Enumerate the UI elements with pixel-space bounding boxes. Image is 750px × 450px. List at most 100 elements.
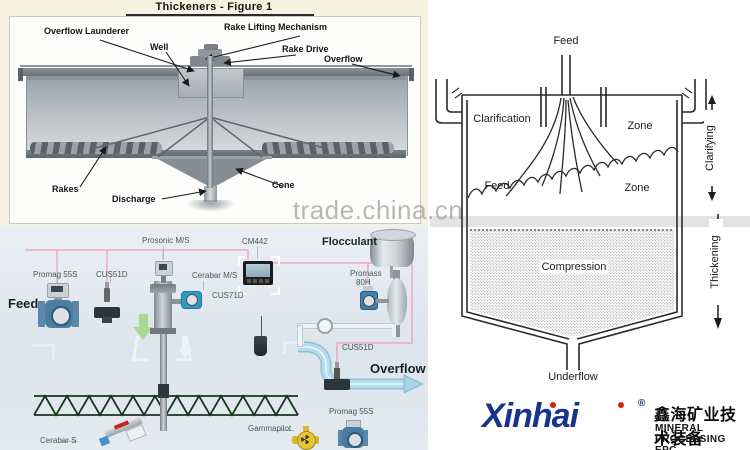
cus51d-of-body xyxy=(324,379,350,390)
logo-company-chinese: 鑫海矿业技术装备 xyxy=(654,405,737,448)
logo-tagline: MINERAL PROCESSING EPC xyxy=(655,423,726,450)
cm442-corner-tl xyxy=(238,256,247,265)
watermark: trade.china.cn xyxy=(292,195,464,225)
label-cerabar-s: Cerabar S xyxy=(40,436,77,445)
instrumentation-panel: Feed Promag 55S CUS51D Prosonic M/S Cera… xyxy=(0,226,428,450)
dosing-line xyxy=(297,323,395,329)
label-promass-1: Promass xyxy=(350,269,382,278)
gammapilot-lug-top xyxy=(303,426,309,432)
label-rakes: Rakes xyxy=(52,184,79,194)
rake-support-rods xyxy=(91,116,329,158)
label-feed: Feed xyxy=(8,296,39,311)
cus51d-feed-tip xyxy=(105,282,109,289)
label-zone-mid: Zone xyxy=(624,182,650,194)
rake-lifting-unit xyxy=(198,49,222,57)
feed-plume xyxy=(467,96,679,199)
label-overflow: Overflow xyxy=(324,54,363,64)
registered-mark: ® xyxy=(638,398,646,409)
label-feed-mid: Feed xyxy=(484,180,510,192)
rake-arm-right xyxy=(262,142,394,154)
dosing-line-drop xyxy=(297,325,303,347)
xinhai-logo: Xinhai ® 鑫海矿业技术装备 MINERAL PROCESSING EPC xyxy=(468,394,748,450)
cus51d-of-tip xyxy=(335,362,339,369)
launderer-end-left xyxy=(18,68,23,81)
discharge-shadow xyxy=(186,200,236,212)
promag-feed-flange-left xyxy=(38,301,45,327)
launder-rail xyxy=(20,65,412,67)
center-shaft xyxy=(207,56,213,188)
label-cus51d-feed: CUS51D xyxy=(96,270,128,279)
label-promag-feed: Promag 55S xyxy=(33,270,78,279)
cus51d-feed-clamp xyxy=(102,317,112,323)
label-cerabar-ms: Cerabar M/S xyxy=(192,271,238,280)
label-well: Well xyxy=(150,42,169,52)
discharge-pipe xyxy=(204,186,217,202)
cus51d-of-stem xyxy=(334,368,340,381)
flocculant-drop-pipe xyxy=(390,266,393,278)
prosonic-display xyxy=(159,264,167,270)
feed-arrow-head xyxy=(133,327,153,340)
label-overflow-bold: Overflow xyxy=(370,361,426,376)
logo-red-dot-1 xyxy=(550,402,556,408)
cus71d-sensor xyxy=(254,336,267,356)
cm442-corner-tr xyxy=(271,256,280,265)
label-compression: Compression xyxy=(540,260,608,274)
xinhai-wordmark: Xinhai xyxy=(482,397,579,435)
compression-section xyxy=(461,223,683,370)
cus51d-feed-body xyxy=(94,307,120,318)
leader-cerabar-ms xyxy=(203,281,204,290)
dosing-valve xyxy=(317,318,333,334)
label-thickening: Thickening xyxy=(709,219,723,305)
label-gammapilot: Gammapilot xyxy=(248,424,292,433)
label-promag-underflow: Promag 55S xyxy=(329,407,374,416)
promag-uf-flange-left xyxy=(338,430,343,446)
figure1-annotation-lines xyxy=(79,35,401,200)
promag-feed-display xyxy=(51,286,63,292)
cus51d-feed-stem xyxy=(104,288,110,302)
leader-cus51d-feed xyxy=(110,277,111,283)
feed-arrow-stem xyxy=(139,314,148,328)
cm442-corner-bl xyxy=(238,286,247,295)
label-clarification: Clarification xyxy=(473,113,531,125)
shaft-collar xyxy=(158,384,169,398)
figure1-panel: Thickeners - Figure 1 xyxy=(0,0,428,226)
leader-prosonic xyxy=(163,246,164,259)
instrumentation-lines xyxy=(25,249,425,417)
label-feed-top: Feed xyxy=(553,35,579,47)
label-cus71d: CUS71D xyxy=(212,291,244,300)
well-arrow-stem xyxy=(182,336,187,350)
tank-outline xyxy=(435,55,707,226)
tank-center-shaft xyxy=(160,325,167,431)
figure1-title-rule xyxy=(126,14,314,16)
leader-cm442 xyxy=(257,246,258,259)
callout-arrows xyxy=(79,35,401,200)
label-underflow: Underflow xyxy=(548,371,598,383)
label-overflow-launderer: Overflow Launderer xyxy=(44,26,130,36)
promass-connector xyxy=(376,299,389,303)
prosonic-collar xyxy=(150,284,176,293)
promag-uf-flange-right xyxy=(363,430,368,446)
dosing-pump xyxy=(387,278,407,326)
promass-face xyxy=(363,295,375,307)
weir-bracket-right xyxy=(283,341,304,354)
pump-bottom-fitting xyxy=(393,325,400,337)
prosonic-flange xyxy=(150,328,176,334)
promag-feed-flange-right xyxy=(72,301,79,327)
prosonic-stem xyxy=(161,274,166,283)
scan-band xyxy=(430,216,750,227)
figure1-title: Thickeners - Figure 1 xyxy=(155,1,273,13)
dosing-line-riser xyxy=(392,325,396,337)
cm442-corner-br xyxy=(271,286,280,295)
label-rake-drive: Rake Drive xyxy=(282,44,329,54)
label-prosonic: Prosonic M/S xyxy=(142,236,190,245)
cm442-keys xyxy=(247,279,269,283)
label-promass-2: 80H xyxy=(356,278,371,287)
label-rake-lifting-mechanism: Rake Lifting Mechanism xyxy=(224,22,328,32)
weir-bracket-left xyxy=(32,344,55,360)
label-cm442: CM442 xyxy=(242,237,268,246)
drive-motor xyxy=(204,44,218,50)
launderer-end-right xyxy=(409,68,414,81)
leader-promag-feed xyxy=(57,276,58,284)
promag-uf-face xyxy=(347,432,363,448)
